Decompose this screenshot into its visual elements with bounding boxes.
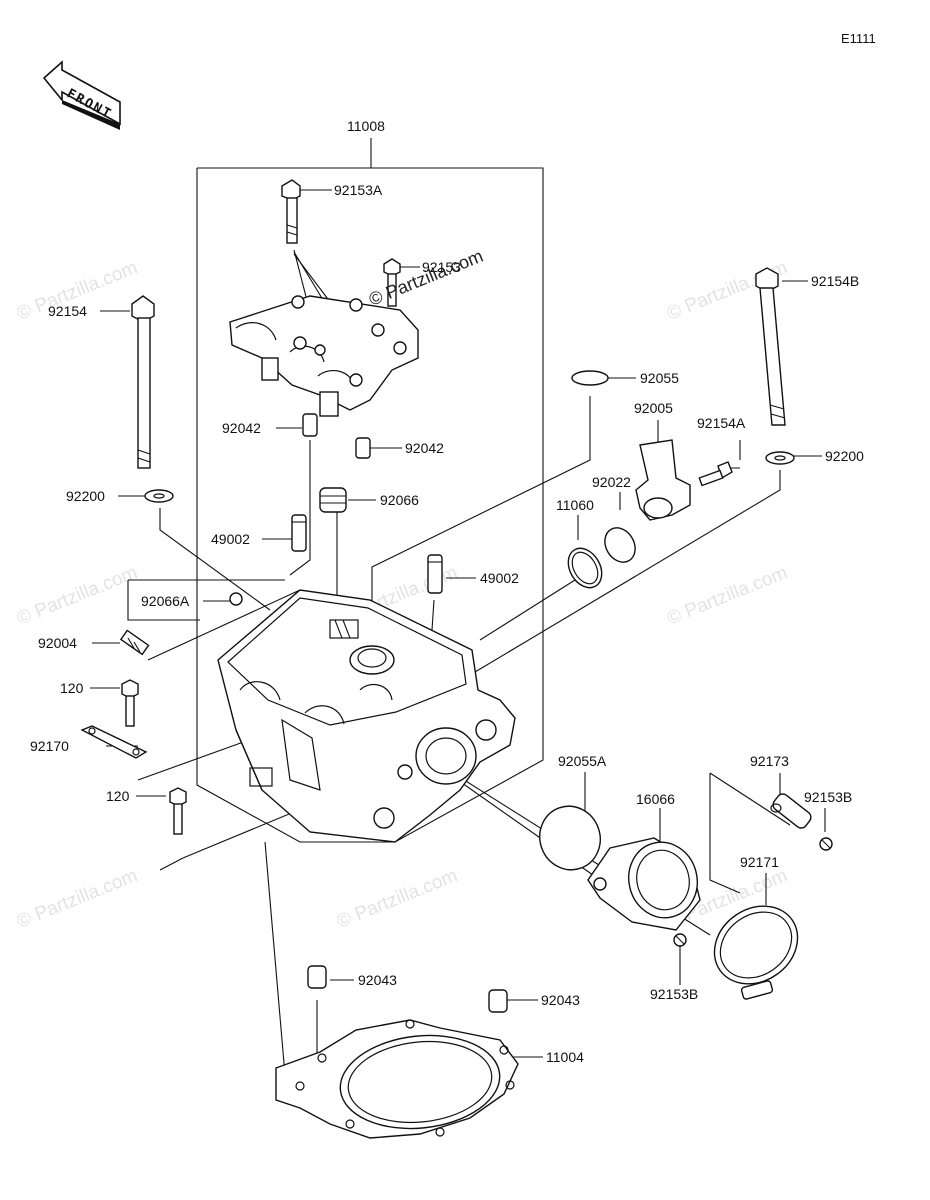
- label-92154A: 92154A: [697, 415, 746, 431]
- label-92066: 92066: [380, 492, 419, 508]
- label-92022: 92022: [592, 474, 631, 490]
- label-11060: 11060: [556, 497, 594, 513]
- bolt-92154B: [755, 267, 786, 426]
- bolt-120-a: [121, 679, 139, 727]
- label-92043-b: 92043: [541, 992, 580, 1008]
- screw-92153B-b: [673, 933, 687, 947]
- diagram-code: E1111: [841, 31, 876, 46]
- front-arrow: FRONT: [42, 60, 121, 130]
- label-16066: 16066: [636, 791, 675, 807]
- label-92043-a: 92043: [358, 972, 397, 988]
- bolt-92154A: [698, 461, 733, 487]
- oring-92055: [571, 370, 609, 386]
- camshaft-cap: [229, 295, 419, 417]
- clamp-92171: [713, 905, 799, 1000]
- dowel-92042-b: [355, 437, 371, 459]
- label-92153A: 92153A: [334, 182, 383, 198]
- parts: [80, 179, 833, 1139]
- label-92004: 92004: [38, 635, 77, 651]
- label-49002-b: 49002: [480, 570, 519, 586]
- label-92042-a: 92042: [222, 420, 261, 436]
- bracket-92170: [80, 725, 148, 759]
- bolt-92154: [131, 295, 155, 469]
- seal-92066: [319, 487, 347, 513]
- stud-92004: [119, 629, 150, 656]
- watermark-overlay-text: © Partzilla.com: [366, 246, 486, 310]
- oring-92055A: [539, 805, 601, 871]
- bolt-120-b: [169, 787, 187, 835]
- label-92055: 92055: [640, 370, 679, 386]
- guide-49002-a: [291, 514, 307, 552]
- label-92171: 92171: [740, 854, 779, 870]
- label-92153: 92153: [422, 259, 461, 275]
- callout-labels: 11008 92153A 92153 92154 92154B 92055 92…: [30, 118, 864, 1065]
- gasket-11004: [275, 1019, 519, 1139]
- dowel-92043-a: [307, 965, 327, 989]
- watermark-text: © Partzilla.com: [14, 865, 141, 932]
- plug-92066A: [229, 592, 243, 606]
- label-49002-a: 49002: [211, 531, 250, 547]
- label-120-a: 120: [60, 680, 84, 696]
- oring-92022: [604, 527, 636, 563]
- washer-92200-b: [765, 451, 795, 465]
- label-120-b: 120: [106, 788, 130, 804]
- label-92066A: 92066A: [141, 593, 190, 609]
- label-92005: 92005: [634, 400, 673, 416]
- seal-11060: [567, 547, 603, 589]
- leader-lines: [90, 189, 826, 1076]
- fitting-92005: [635, 439, 691, 521]
- label-92173: 92173: [750, 753, 789, 769]
- label-92200-b: 92200: [825, 448, 864, 464]
- cylinder-head: [217, 589, 516, 843]
- screw-92153B-a: [819, 837, 833, 851]
- label-92154B: 92154B: [811, 273, 859, 289]
- label-92055A: 92055A: [558, 753, 607, 769]
- guide-49002-b: [427, 554, 443, 594]
- label-92154: 92154: [48, 303, 87, 319]
- dowel-92042-a: [302, 413, 318, 437]
- dowel-92043-b: [488, 989, 508, 1013]
- label-92042-b: 92042: [405, 440, 444, 456]
- watermark-text: © Partzilla.com: [14, 562, 141, 629]
- intake-16066: [587, 837, 701, 931]
- label-92170: 92170: [30, 738, 69, 754]
- label-92153B-a: 92153B: [804, 789, 852, 805]
- label-11008: 11008: [347, 118, 385, 134]
- bolt-92153A: [281, 179, 301, 244]
- watermark-text: © Partzilla.com: [334, 865, 461, 932]
- pin-92173: [770, 793, 812, 829]
- washer-92200-a: [144, 489, 174, 503]
- label-92153B-b: 92153B: [650, 986, 698, 1002]
- bolt-92153: [383, 258, 401, 307]
- label-92200-a: 92200: [66, 488, 105, 504]
- label-11004: 11004: [546, 1049, 584, 1065]
- watermark-text: © Partzilla.com: [664, 562, 791, 629]
